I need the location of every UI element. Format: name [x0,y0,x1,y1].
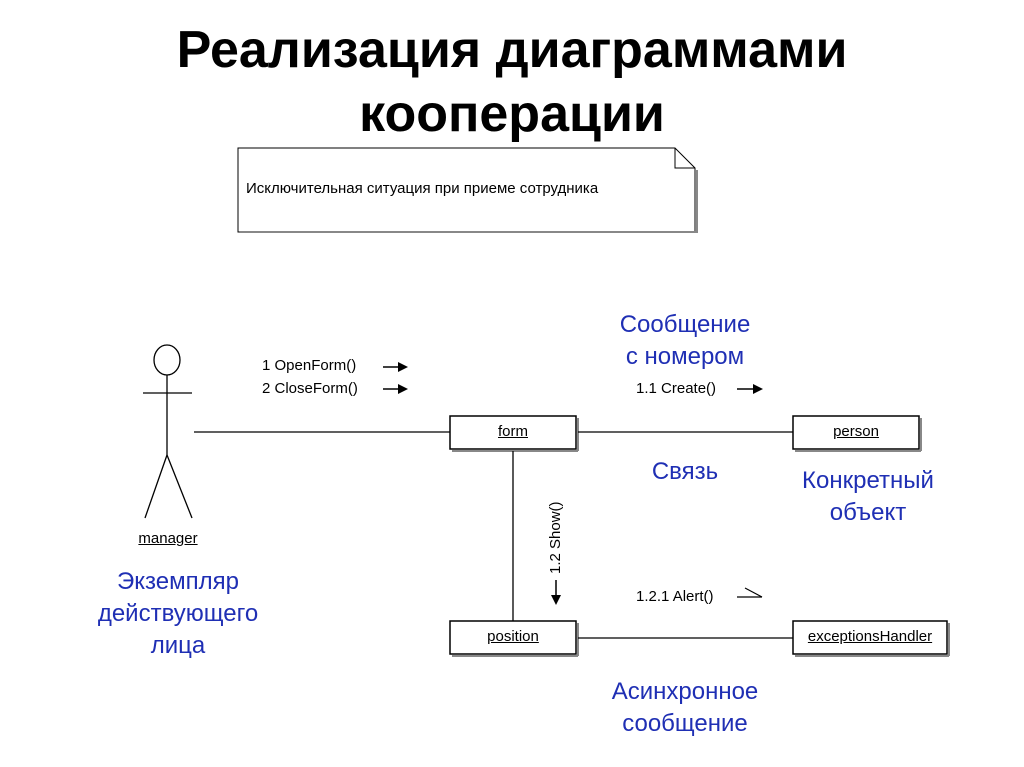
arrow-show [551,580,561,605]
annotation-numbered-message: Сообщение с номером [585,309,785,373]
annotation-async-message: Асинхронное сообщение [580,676,790,740]
actor-name: manager [138,530,198,547]
title-line-2: кооперации [359,85,665,143]
annotation-concrete-object: Конкретный объект [768,465,968,529]
title-line-1: Реализация диаграммами [176,21,848,79]
annotation-concrete-object-line-1: Конкретный [802,467,934,494]
actor-figure [143,344,193,519]
annotation-async-message-line-2: сообщение [622,710,748,737]
message-create: 1.1 Create() [636,380,717,397]
object-box-person [792,415,922,452]
annotation-actor-instance-line-1: Экземпляр [117,568,239,595]
arrow-create [737,384,763,394]
annotation-actor-instance-line-2: действующего [97,600,259,627]
object-box-exceptions-handler [792,620,950,657]
message-open-form: 1 OpenForm() [262,357,357,374]
object-label-position: position [487,628,539,645]
object-label-form: form [498,423,528,440]
annotation-async-message-line-1: Асинхронное [611,678,759,705]
annotation-link: Связь [651,458,719,485]
arrow-open-form [383,362,408,372]
annotation-numbered-message-line-1: Сообщение [619,311,751,338]
message-show: 1.2 Show() [547,501,564,574]
message-alert: 1.2.1 Alert() [636,588,714,605]
object-box-form [449,415,579,452]
object-box-position [449,620,579,657]
note-text: Исключительная ситуация при приеме сотру… [246,180,599,197]
annotation-actor-instance-line-3: лица [150,632,206,659]
annotation-actor-instance: Экземпляр действующего лица [68,566,288,662]
annotation-numbered-message-line-2: с номером [625,343,745,370]
arrow-alert-async [737,587,763,598]
arrow-close-form [383,384,408,394]
object-label-exceptions-handler: exceptionsHandler [807,628,933,645]
note-shape [237,147,698,233]
object-label-person: person [833,423,879,440]
annotation-concrete-object-line-2: объект [829,499,907,526]
message-close-form: 2 CloseForm() [262,380,358,397]
page-title: Реализация диаграммами кооперации [0,18,1024,146]
